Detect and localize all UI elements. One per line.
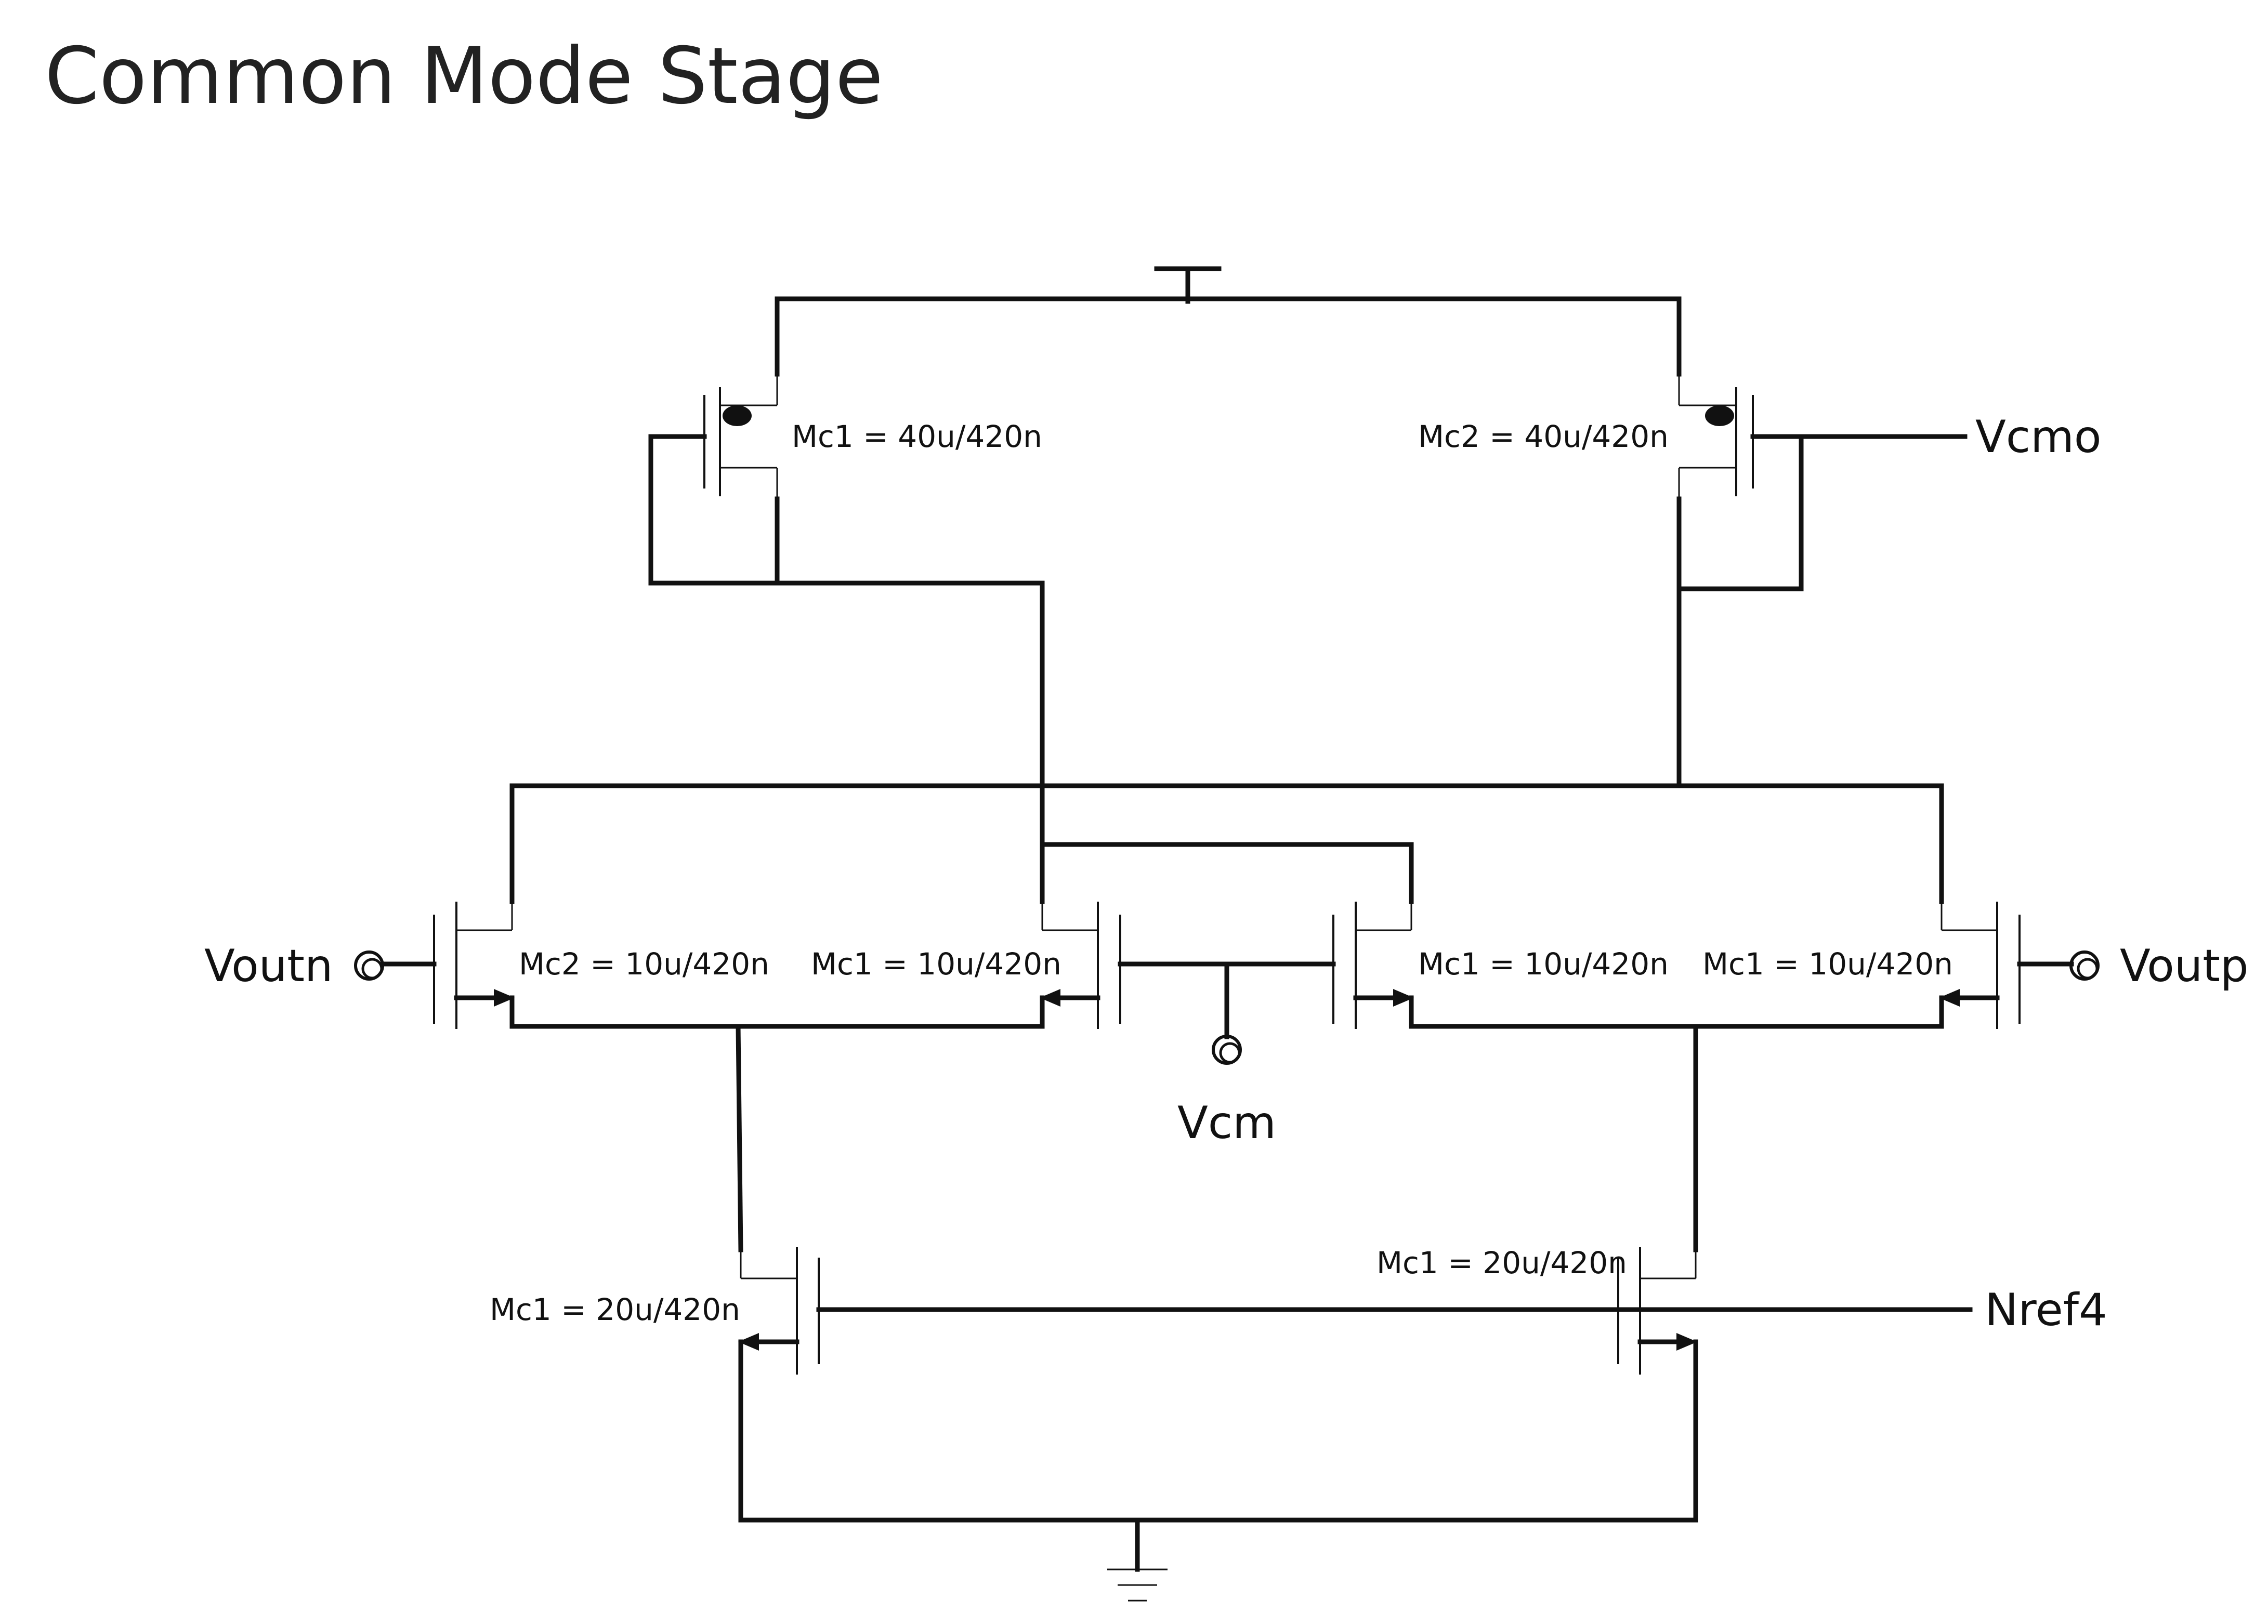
vcm-label: Vcm [1177, 1097, 1276, 1149]
vdd-rail [775, 296, 1682, 377]
diff-right-outer-transistor [1939, 902, 2074, 1029]
tail-right-transistor [1617, 1024, 1698, 1523]
voutn-label: Voutn [204, 940, 333, 992]
vcm-gate-wire [1118, 961, 1336, 1039]
voutp-label: Voutp [2120, 940, 2249, 992]
diff-right-inner-transistor [1332, 902, 1414, 1029]
pmos-right-transistor [1676, 374, 1968, 788]
voutp-terminal [2069, 950, 2100, 981]
tail-right-label: Mc1 = 20u/420n [1376, 1245, 1627, 1280]
page-title: Common Mode Stage [45, 31, 884, 122]
diff-left-outer-label: Mc2 = 10u/420n [519, 946, 769, 982]
vcmo-label: Vcmo [1975, 411, 2102, 463]
diff-right-outer-label: Mc1 = 10u/420n [1702, 946, 1953, 982]
tail-left-label: Mc1 = 20u/420n [490, 1292, 740, 1327]
tail-left-transistor [736, 1024, 820, 1523]
diff-left-outer-transistor [381, 902, 515, 1029]
pmos-left-label: Mc1 = 40u/420n [792, 419, 1042, 454]
vcm-terminal [1212, 1035, 1242, 1065]
nref4-label: Nref4 [1985, 1284, 2107, 1336]
ground-symbol [1107, 1517, 1168, 1602]
middle-bus [509, 783, 1944, 904]
diff-left-inner-label: Mc1 = 10u/420n [811, 946, 1061, 982]
diff-right-inner-label: Mc1 = 10u/420n [1418, 946, 1669, 982]
vdd-symbol [1154, 266, 1222, 304]
pmos-right-label: Mc2 = 40u/420n [1418, 419, 1669, 454]
pmos-left-transistor [648, 374, 1045, 847]
diff-left-inner-transistor [1040, 902, 1121, 1029]
voutn-terminal [354, 950, 384, 981]
